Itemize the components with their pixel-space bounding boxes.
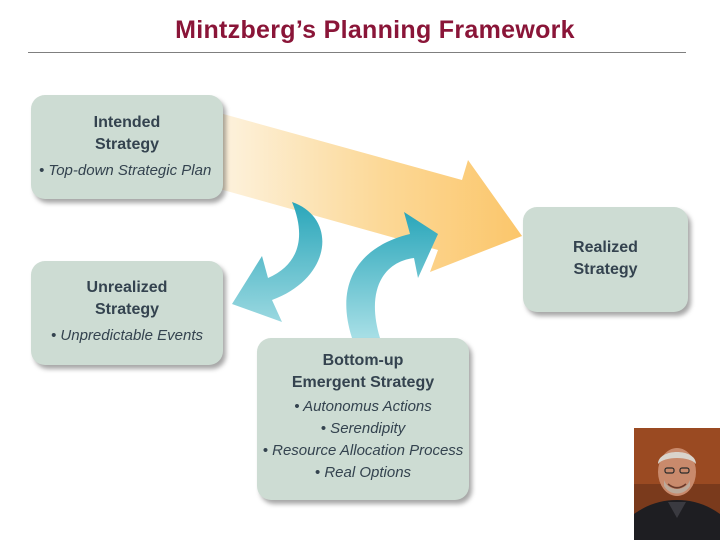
emergent-heading: Bottom-up Emergent Strategy (257, 338, 469, 394)
emergent-bullet: • Autonomus Actions (294, 398, 432, 415)
to-unrealized-arrow (232, 202, 323, 322)
intended-to-realized-arrow (216, 112, 522, 272)
realized-heading-line1: Realized (573, 239, 638, 256)
person-portrait-icon (634, 428, 720, 540)
emergent-bullet: • Real Options (314, 464, 412, 481)
realized-heading-line2: Strategy (573, 261, 638, 278)
unrealized-bullet: • Unpredictable Events (51, 327, 203, 344)
emergent-heading-line2: Emergent Strategy (291, 374, 435, 391)
realized-heading: Realized Strategy (523, 207, 688, 281)
intended-bullet: • Top-down Strategic Plan (39, 162, 212, 179)
unrealized-strategy-box: Unrealized Strategy • Unpredictable Even… (31, 261, 223, 365)
intended-heading-line2: Strategy (94, 136, 160, 153)
unrealized-heading-line2: Strategy (94, 301, 160, 318)
emergent-bullet-list: • Autonomus Actions • Serendipity • Reso… (257, 396, 469, 484)
emergent-heading-line1: Bottom-up (322, 352, 404, 369)
realized-strategy-box: Realized Strategy (523, 207, 688, 312)
unrealized-heading: Unrealized Strategy (31, 261, 223, 321)
unrealized-heading-line1: Unrealized (86, 279, 168, 296)
slide-title: Mintzberg’s Planning Framework (175, 16, 575, 44)
intended-heading-line1: Intended (93, 114, 161, 131)
emergent-to-realized-arrow (346, 212, 438, 338)
intended-heading: Intended Strategy (31, 95, 223, 156)
emergent-bullet: • Resource Allocation Process (262, 442, 464, 459)
intended-strategy-box: Intended Strategy • Top-down Strategic P… (31, 95, 223, 199)
emergent-bullet: • Serendipity (320, 420, 406, 437)
emergent-strategy-box: Bottom-up Emergent Strategy • Autonomus … (257, 338, 469, 500)
title-divider (28, 52, 686, 53)
